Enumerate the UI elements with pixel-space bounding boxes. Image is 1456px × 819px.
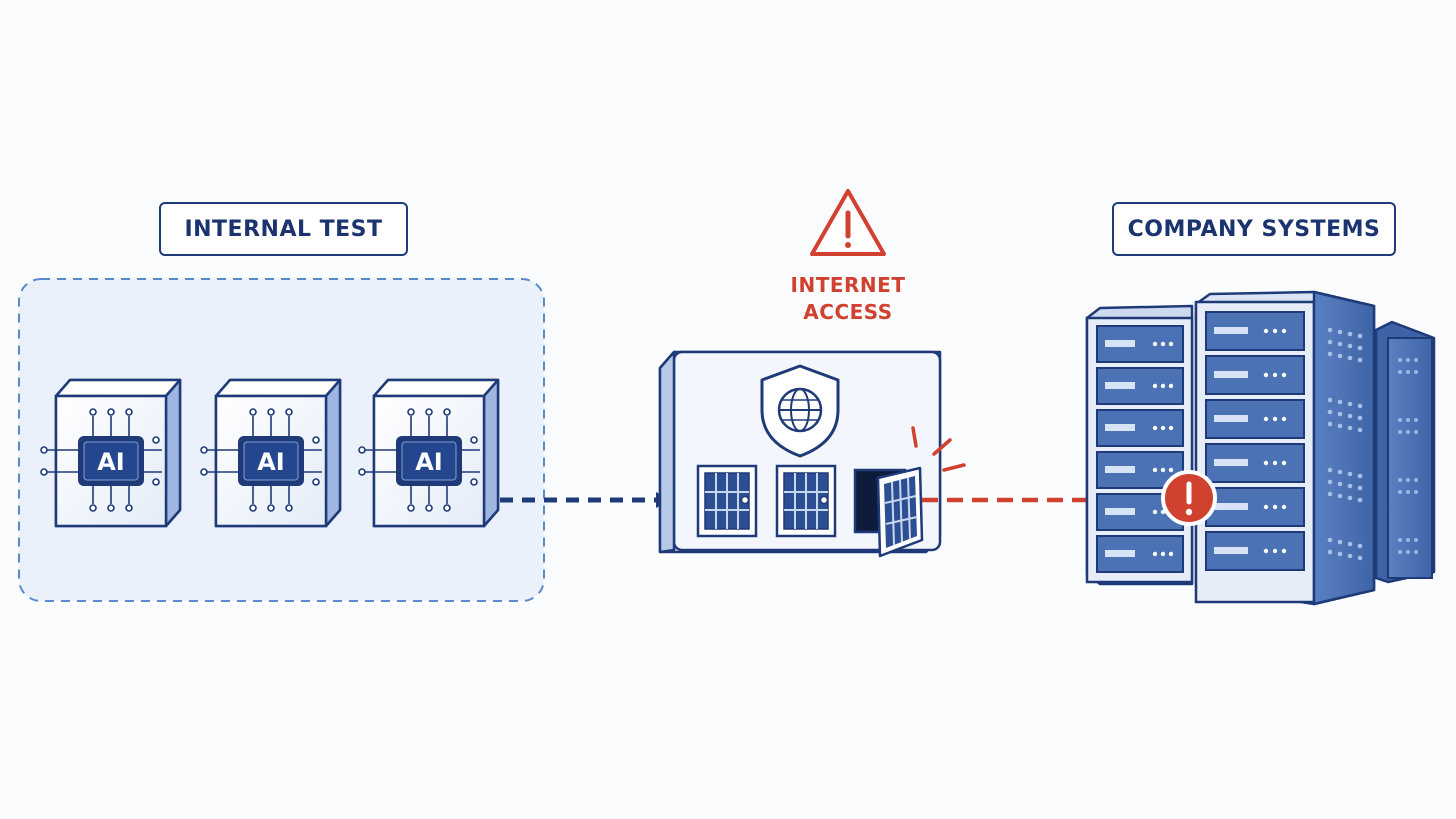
gateway-port-door-1 [696, 464, 758, 538]
exclamation-circle-icon [1161, 470, 1217, 526]
gateway-firewall-box [658, 350, 966, 558]
ai-chip-cube-3: AI [358, 378, 500, 528]
breach-spark-lines [911, 426, 966, 472]
server-rack-left [1085, 304, 1194, 586]
warning-triangle-icon [810, 189, 886, 256]
ai-chip-cube-2: AI [200, 378, 342, 528]
company-systems-label: COMPANY SYSTEMS [1112, 202, 1396, 256]
ai-chip-label: AI [257, 448, 285, 476]
ai-chip-label: AI [415, 448, 443, 476]
internal-test-label: INTERNAL TEST [159, 202, 408, 256]
server-rack-main [1194, 290, 1376, 606]
shield-globe-icon [760, 364, 840, 458]
gateway-port-door-2 [775, 464, 837, 538]
internet-access-line-1: INTERNET [790, 273, 906, 297]
ai-chip-label: AI [97, 448, 125, 476]
gateway-port-door-open [853, 466, 924, 558]
internet-access-warning-label: INTERNET ACCESS [760, 272, 936, 326]
server-rack-back [1374, 320, 1436, 584]
ai-chip-cube-1: AI [40, 378, 182, 528]
internet-access-line-2: ACCESS [803, 300, 893, 324]
